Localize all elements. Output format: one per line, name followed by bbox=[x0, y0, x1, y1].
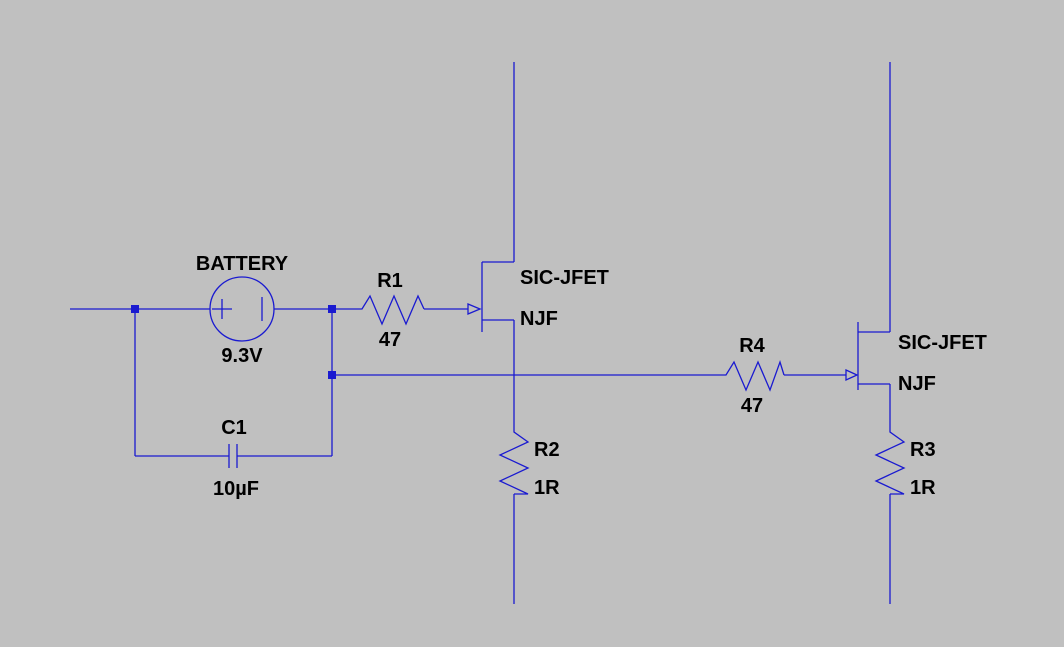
battery-value-label: 9.3V bbox=[221, 345, 263, 367]
r4-value-label: 47 bbox=[741, 395, 763, 417]
r2-name-label: R2 bbox=[534, 439, 560, 461]
r1-value-label: 47 bbox=[379, 329, 401, 351]
resistor-r2-symbol[interactable] bbox=[498, 430, 530, 495]
r3-name-label: R3 bbox=[910, 439, 936, 461]
capacitor-c1-symbol[interactable] bbox=[228, 444, 238, 468]
c1-value-label: 10µF bbox=[213, 478, 259, 500]
jfet-1-symbol[interactable] bbox=[467, 261, 514, 332]
j1-type-label: NJF bbox=[520, 308, 558, 330]
junction-left bbox=[131, 305, 139, 313]
j2-type-label: NJF bbox=[898, 373, 936, 395]
c1-name-label: C1 bbox=[221, 417, 247, 439]
junction-right-mid bbox=[328, 371, 336, 379]
j2-name-label: SIC-JFET bbox=[898, 332, 987, 354]
r1-name-label: R1 bbox=[377, 270, 403, 292]
resistor-r1-symbol[interactable] bbox=[356, 294, 425, 326]
r2-value-label: 1R bbox=[534, 477, 560, 499]
jfet-2-symbol[interactable] bbox=[845, 322, 890, 390]
resistor-r4-symbol[interactable] bbox=[720, 359, 785, 392]
r4-name-label: R4 bbox=[739, 335, 765, 357]
r3-value-label: 1R bbox=[910, 477, 936, 499]
battery-name-label: BATTERY bbox=[196, 253, 289, 275]
j1-name-label: SIC-JFET bbox=[520, 267, 609, 289]
junction-right-top bbox=[328, 305, 336, 313]
resistor-r3-symbol[interactable] bbox=[874, 430, 906, 495]
junctions bbox=[131, 305, 336, 379]
battery-symbol[interactable] bbox=[209, 276, 275, 342]
wires bbox=[70, 62, 891, 604]
